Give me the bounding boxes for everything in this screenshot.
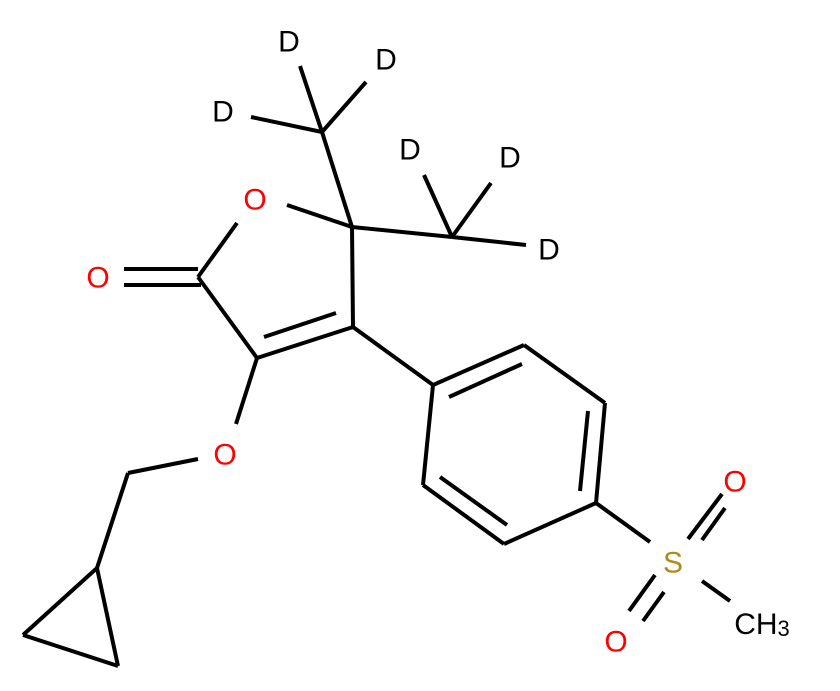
bond-ph-4 (503, 501, 597, 546)
bond-cd3-right-d2 (450, 181, 493, 239)
bond-cd3-right-d3 (451, 235, 527, 247)
atom-deuterium-6: D (538, 234, 560, 267)
bond-ring-o-c2 (196, 221, 239, 279)
bond-cd3-top-d1 (298, 65, 324, 133)
furanone-ring (196, 203, 355, 360)
carbonyl (124, 267, 201, 287)
bond-c4-phenyl (351, 325, 435, 387)
bond-ch2-cyclopropyl (95, 472, 130, 569)
bond-ph-s (594, 501, 652, 544)
atom-ring-oxygen: O (243, 184, 266, 217)
methyl-subscript: 3 (778, 616, 790, 641)
atom-deuterium-4: D (399, 134, 421, 167)
cd3-right (351, 174, 527, 247)
atom-ether-oxygen: O (213, 439, 236, 472)
bond-s-o-bottom-2 (641, 590, 666, 623)
atom-sulfonyl-oxygen-bottom: O (604, 626, 627, 659)
bond-ph-5-double (438, 475, 509, 527)
bond-ph-2 (522, 343, 607, 405)
bond-c5-cd3-top (320, 131, 354, 228)
atom-carbonyl-oxygen: O (86, 262, 109, 295)
bond-cd3-top-d2 (320, 80, 368, 134)
bond-cp-1 (21, 566, 99, 637)
bond-c5-cd3-right (351, 225, 453, 239)
bond-cd3-right-d1 (422, 174, 454, 238)
atom-deuterium-5: D (499, 142, 521, 175)
bond-ph-3-double (578, 410, 590, 492)
bond-c5-ring-o (286, 203, 353, 229)
bond-cd3-top-d3 (250, 115, 323, 134)
bond-cp-3 (95, 567, 120, 667)
bond-s-o-top-1 (686, 492, 724, 541)
bond-c3-ether-o (234, 357, 259, 425)
phenyl-ring (351, 325, 607, 546)
bond-ph-1 (432, 343, 525, 387)
bond-c3-c4 (256, 325, 354, 360)
bond-ph-6 (421, 384, 435, 486)
bond-c3-c4-double (263, 311, 337, 339)
bond-ph-5 (421, 483, 506, 546)
cd3-top (250, 65, 368, 228)
atom-methyl: CH3 (734, 608, 790, 641)
atom-sulfonyl-oxygen-top: O (723, 466, 746, 499)
bond-ph-3 (594, 402, 607, 504)
atom-deuterium-1: D (278, 26, 300, 59)
atom-deuterium-2: D (375, 44, 397, 77)
cyclopropylmethoxy (21, 357, 259, 668)
bond-s-ch3 (700, 579, 732, 603)
atom-deuterium-3: D (212, 96, 234, 129)
bond-ether-o-ch2 (127, 457, 199, 475)
atom-sulfur: S (663, 547, 683, 580)
bond-s-o-bottom-1 (627, 573, 657, 613)
bond-ph-1-double (448, 362, 523, 399)
bond-s-o-top-2 (700, 506, 727, 542)
methyl-label: CH (734, 608, 777, 641)
bond-cp-2 (22, 633, 119, 668)
bond-c4-c5 (350, 226, 355, 328)
bond-c2-c3 (196, 275, 259, 360)
methylsulfonyl (594, 492, 732, 623)
